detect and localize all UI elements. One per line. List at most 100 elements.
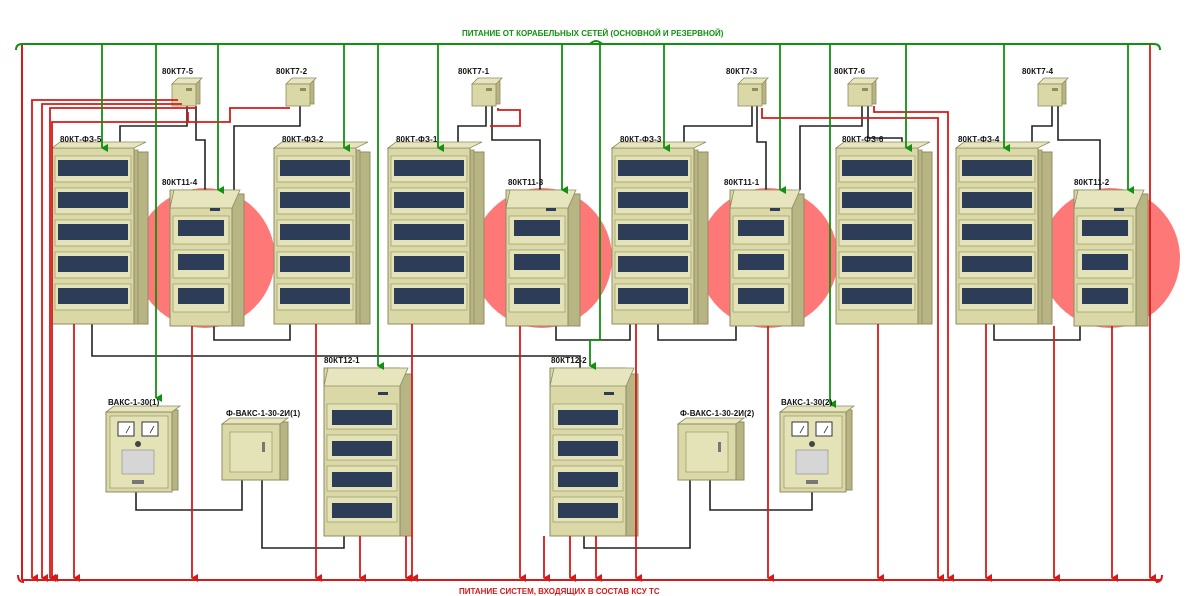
- switch-icon: [809, 441, 815, 447]
- cabinet-80kt-fz-6: [834, 141, 933, 325]
- input-wiring-layer: [15, 40, 1161, 408]
- control-wire: [491, 106, 541, 190]
- junction-box-80kt7-2: [285, 77, 317, 107]
- label-80kt11-2: 80КТ11-2: [1074, 178, 1110, 187]
- control-wire: [233, 106, 301, 190]
- gauge-icon: [791, 421, 809, 437]
- panel-window: [332, 472, 392, 487]
- control-wire: [1031, 106, 1053, 148]
- panel-window: [280, 256, 350, 272]
- label-vaks-1-30-1: ВАКС-1-30(1): [108, 398, 160, 407]
- panel-window: [962, 160, 1032, 176]
- junction-box-80kt7-6: [847, 77, 879, 107]
- label-80kt7-4: 80КТ7-4: [1022, 67, 1054, 76]
- cabinet-80kt12-2: [549, 367, 639, 537]
- panel-window: [280, 288, 350, 304]
- panel-window: [58, 256, 128, 272]
- cabinet-80kt11-1: [729, 189, 805, 327]
- label-80kt11-1: 80КТ11-1: [724, 178, 760, 187]
- junction-box-80kt7-5: [171, 77, 203, 107]
- top-bus-end-right: [1153, 43, 1161, 51]
- label-80kt7-2: 80КТ7-2: [276, 67, 308, 76]
- label-80kt11-3: 80КТ11-3: [508, 178, 544, 187]
- label-80kt7-3: 80КТ7-3: [726, 67, 758, 76]
- cabinet-80kt-fz-5: [50, 141, 149, 325]
- control-wire: [657, 324, 737, 341]
- gauge-icon: [815, 421, 833, 437]
- bottom-bus-end-left: [17, 574, 25, 583]
- label-80kt-fz-5: 80КТ-ФЗ-5: [60, 135, 102, 144]
- panel-window: [58, 192, 128, 208]
- panel-window: [618, 192, 688, 208]
- panel-window: [332, 410, 392, 425]
- label-f-vaks-1-30-2i-1: Ф-ВАКС-1-30-2И(1): [226, 409, 301, 418]
- panel-window: [394, 288, 464, 304]
- panel-window: [332, 503, 392, 518]
- label-80kt-fz-4: 80КТ-ФЗ-4: [958, 135, 1000, 144]
- panel-window: [618, 256, 688, 272]
- cabinet-80kt-fz-3: [610, 141, 709, 325]
- panel-window: [738, 254, 784, 270]
- cabinet-80kt12-1: [323, 367, 413, 537]
- panel-window: [394, 160, 464, 176]
- top-bus-center-mark: [589, 40, 603, 45]
- output-wiring-layer: [17, 44, 1163, 583]
- label-80kt12-1: 80КТ12-1: [324, 356, 360, 365]
- panel-window: [58, 224, 128, 240]
- input-wire: [589, 44, 601, 370]
- panel-window: [842, 160, 912, 176]
- label-80kt7-6: 80КТ7-6: [834, 67, 866, 76]
- cabinet-80kt-fz-2: [272, 141, 371, 325]
- control-wire: [799, 106, 863, 190]
- panel-window: [58, 160, 128, 176]
- output-wire: [873, 106, 954, 582]
- label-80kt12-2: 80КТ12-2: [551, 356, 587, 365]
- panel-window: [514, 288, 560, 304]
- panel-window: [618, 160, 688, 176]
- junction-box-80kt7-4: [1037, 77, 1069, 107]
- label-80kt-fz-3: 80КТ-ФЗ-3: [620, 135, 662, 144]
- panel-window: [280, 224, 350, 240]
- cabinet-80kt11-2: [1073, 189, 1149, 327]
- panel-window: [962, 192, 1032, 208]
- panel-window: [558, 441, 618, 456]
- panel-window: [514, 220, 560, 236]
- control-wire: [993, 324, 1081, 341]
- cabinet-80kt11-4: [169, 189, 245, 327]
- panel-vaks-1-30-2: [778, 405, 856, 493]
- label-f-vaks-1-30-2i-2: Ф-ВАКС-1-30-2И(2): [680, 409, 755, 418]
- panel-window: [842, 224, 912, 240]
- panel-window: [558, 472, 618, 487]
- panel-window: [58, 288, 128, 304]
- junction-box-80kt7-3: [737, 77, 769, 107]
- control-wire: [756, 106, 767, 190]
- panel-vaks-1-30-1: [104, 405, 182, 493]
- panel-window: [558, 410, 618, 425]
- output-wire: [761, 108, 944, 582]
- control-wire: [213, 324, 291, 341]
- panel-window: [618, 288, 688, 304]
- cabinet-80kt-fz-4: [954, 141, 1053, 325]
- panel-window: [178, 288, 224, 304]
- bottom-bus-end-right: [1155, 574, 1163, 583]
- output-wire: [31, 99, 178, 582]
- panel-window: [332, 441, 392, 456]
- control-wire: [1057, 106, 1101, 190]
- label-80kt11-4: 80КТ11-4: [162, 178, 198, 187]
- bottom-bus-label: ПИТАНИЕ СИСТЕМ, ВХОДЯЩИХ В СОСТАВ КСУ ТС: [459, 587, 660, 596]
- cabinet-80kt11-3: [505, 189, 581, 327]
- gauge-icon: [117, 421, 135, 437]
- control-wire: [583, 480, 691, 549]
- panel-window: [394, 224, 464, 240]
- control-wire: [91, 324, 581, 368]
- junction-box-80kt7-1: [471, 77, 503, 107]
- panel-window: [178, 254, 224, 270]
- label-80kt7-1: 80КТ7-1: [458, 67, 490, 76]
- panel-window: [738, 288, 784, 304]
- label-80kt-fz-6: 80КТ-ФЗ-6: [842, 135, 884, 144]
- control-wire: [195, 106, 206, 190]
- panel-window: [618, 224, 688, 240]
- panel-window: [394, 256, 464, 272]
- panel-window: [280, 192, 350, 208]
